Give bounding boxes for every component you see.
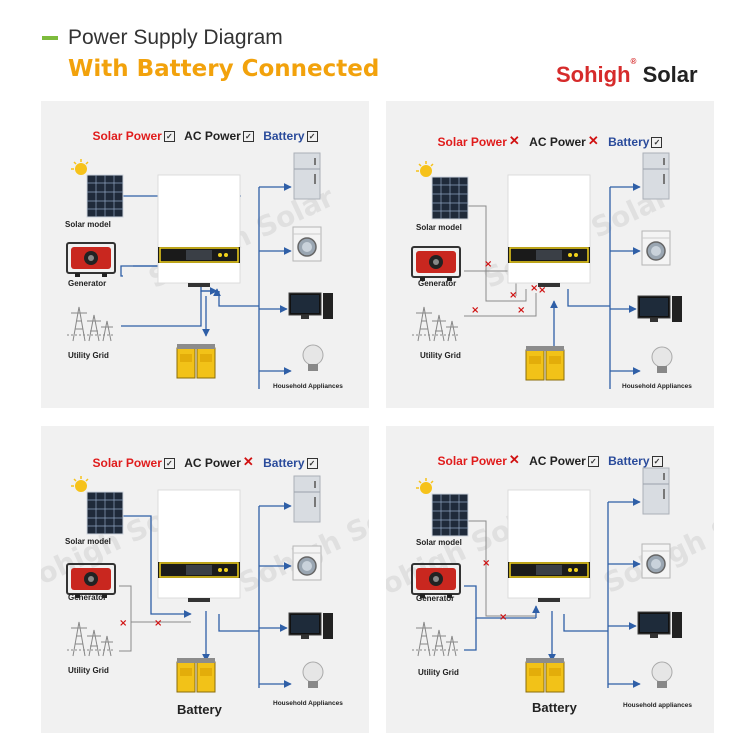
svg-text:×: × xyxy=(517,305,525,316)
diagram-panel-1: Sohigh Solar Solar Power✓ AC Power✓ Batt xyxy=(41,101,369,408)
svg-text:×: × xyxy=(154,618,162,629)
panel-2-legend: Solar Power✕ AC Power✕ Battery✓ xyxy=(386,133,714,149)
x-mark-icon: ✕ xyxy=(508,452,520,467)
solar-label: Solar model xyxy=(65,537,111,546)
generator-label: Generator xyxy=(68,593,107,602)
generator-label: Generator xyxy=(416,594,455,603)
ok-mark-icon: ✓ xyxy=(651,456,663,467)
solar-label: Solar model xyxy=(65,220,111,229)
panel-4-diagram: ×× xyxy=(411,467,683,693)
svg-text:×: × xyxy=(471,305,479,316)
svg-text:×: × xyxy=(484,259,492,270)
svg-text:×: × xyxy=(499,612,507,623)
ok-mark-icon: ✓ xyxy=(306,131,318,142)
generator-label: Generator xyxy=(418,279,457,288)
svg-text:×: × xyxy=(530,283,538,294)
svg-text:×: × xyxy=(119,618,127,629)
battery-caption: Battery xyxy=(532,700,577,715)
panel-3-diagram: ×× xyxy=(66,475,334,693)
panel-1-legend: Solar Power✓ AC Power✓ Battery✓ xyxy=(41,129,369,143)
svg-text:×: × xyxy=(482,558,490,569)
grid-label: Utility Grid xyxy=(68,351,109,360)
page-title: Power Supply Diagram xyxy=(68,26,283,49)
ok-mark-icon: ✓ xyxy=(163,131,175,142)
battery-caption: Battery xyxy=(177,702,222,717)
generator-label: Generator xyxy=(68,279,107,288)
appliances-label: Household appliances xyxy=(623,702,692,709)
panel-2-diagram: ××× ××× xyxy=(411,152,683,389)
ok-mark-icon: ✓ xyxy=(242,131,254,142)
panel-1-diagram xyxy=(66,152,334,389)
ok-mark-icon: ✓ xyxy=(651,137,663,148)
x-mark-icon: ✕ xyxy=(242,454,254,469)
appliances-label: Household Appliances xyxy=(273,700,343,707)
ok-mark-icon: ✓ xyxy=(163,458,175,469)
diagram-panel-3: Sohigh Solar Sohigh Solar ×× Solar xyxy=(41,426,369,733)
appliances-label: Household Appliances xyxy=(273,383,343,390)
ok-mark-icon: ✓ xyxy=(306,458,318,469)
svg-text:×: × xyxy=(509,290,517,301)
grid-label: Utility Grid xyxy=(420,351,461,360)
ok-mark-icon: ✓ xyxy=(587,456,599,467)
panel-4-legend: Solar Power✕ AC Power✓ Battery✓ xyxy=(386,452,714,468)
header-accent-bar xyxy=(42,36,58,40)
page-subtitle: With Battery Connected xyxy=(68,56,380,82)
x-mark-icon: ✕ xyxy=(587,133,599,148)
x-mark-icon: ✕ xyxy=(508,133,520,148)
panel-3-legend: Solar Power✓ AC Power✕ Battery✓ xyxy=(41,454,369,470)
grid-label: Utility Grid xyxy=(68,666,109,675)
diagram-panel-2: Sohigh Solar ××× ××× Solar Pow xyxy=(386,101,714,408)
brand-logo: Sohigh® Solar xyxy=(556,56,698,87)
grid-label: Utility Grid xyxy=(418,668,459,677)
svg-text:×: × xyxy=(538,285,546,296)
appliances-label: Household Appliances xyxy=(622,383,692,390)
solar-label: Solar model xyxy=(416,223,462,232)
diagram-panel-4: Sohigh Solar Sohigh Solar ×× xyxy=(386,426,714,733)
solar-label: Solar model xyxy=(416,538,462,547)
